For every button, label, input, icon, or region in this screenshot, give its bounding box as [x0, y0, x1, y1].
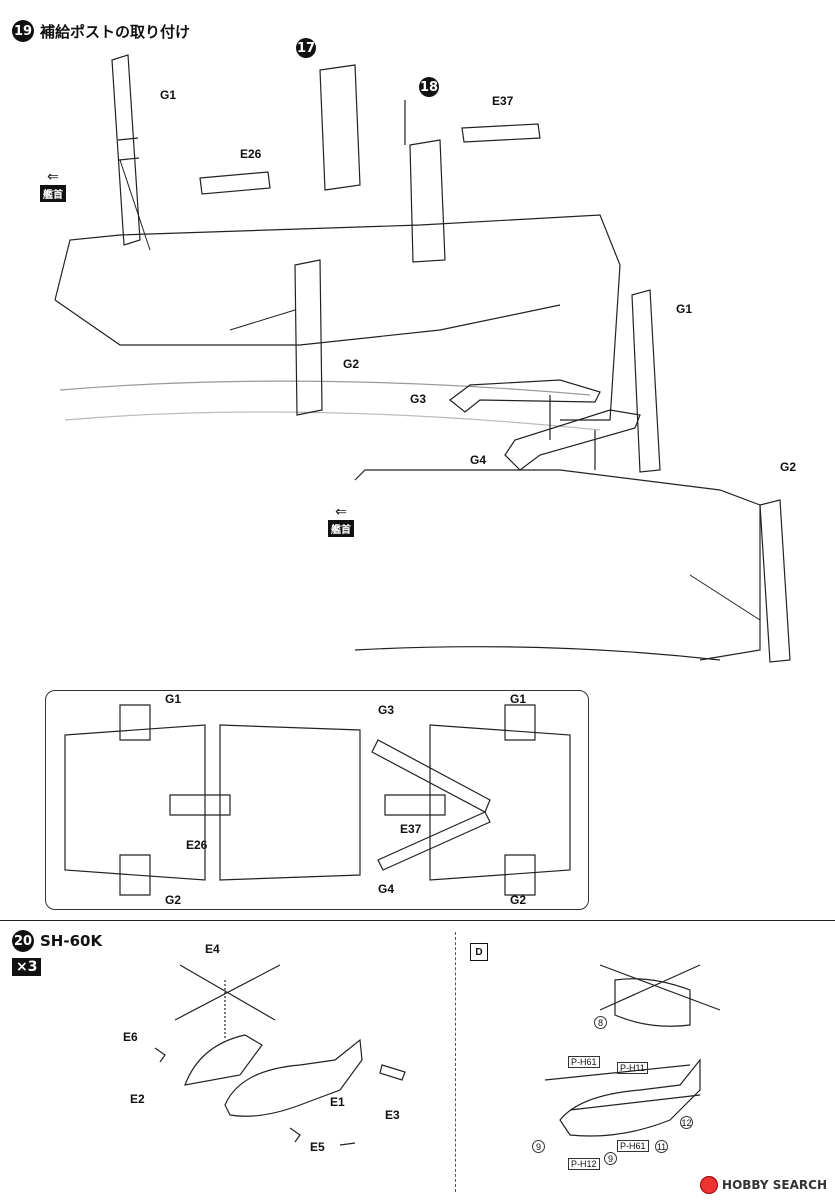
part-label: E4	[205, 942, 220, 956]
step-title: 補給ポストの取り付け	[40, 22, 191, 41]
top-view-panel	[45, 690, 589, 910]
bow-label: 艦首	[40, 185, 66, 202]
part-label: E6	[123, 1030, 138, 1044]
sub-step-badge: 17	[296, 38, 316, 58]
decal-number: 8	[594, 1016, 607, 1029]
decal-ref: P-H61	[568, 1056, 600, 1068]
decal-ref: P-H11	[617, 1062, 648, 1074]
step-number-badge: 20	[12, 930, 34, 952]
part-label: E1	[330, 1095, 345, 1109]
part-label: E5	[310, 1140, 325, 1154]
part-label: G2	[780, 460, 797, 474]
part-label: G4	[470, 453, 487, 467]
hobby-search-logo-icon	[700, 1176, 719, 1194]
part-label: G1	[510, 692, 527, 706]
decal-sheet-box: D	[470, 943, 488, 961]
step-number-badge: 19	[12, 20, 34, 42]
part-label: G1	[160, 88, 177, 102]
section-separator	[455, 932, 456, 1192]
part-label: E37	[400, 822, 422, 836]
step-20-header: 20 SH-60K	[12, 930, 102, 952]
quantity-badge: ×3	[12, 958, 42, 976]
part-label: G2	[510, 893, 527, 907]
part-label: G1	[676, 302, 693, 316]
part-label: E37	[492, 94, 514, 108]
part-label: G2	[165, 893, 182, 907]
part-label: G3	[378, 703, 395, 717]
watermark-text: HOBBY SEARCH	[722, 1178, 827, 1192]
arrow-left-icon: ⇐	[335, 503, 347, 519]
decal-number: 9	[532, 1140, 545, 1153]
part-label: E3	[385, 1108, 400, 1122]
part-label: E2	[130, 1092, 145, 1106]
part-label: G4	[378, 882, 395, 896]
decal-number: 11	[655, 1140, 668, 1153]
part-label: G1	[165, 692, 182, 706]
decal-number: 12	[680, 1116, 693, 1129]
sub-step-badge: 18	[419, 77, 439, 97]
part-label: G3	[410, 392, 427, 406]
part-label: E26	[240, 147, 262, 161]
step-title: SH-60K	[40, 932, 103, 950]
arrow-left-icon: ⇐	[47, 168, 59, 184]
part-label: G2	[343, 357, 360, 371]
decal-ref: P-H12	[568, 1158, 600, 1170]
part-label: E26	[186, 838, 208, 852]
decal-ref: P-H61	[617, 1140, 649, 1152]
step-19-header: 19 補給ポストの取り付け	[12, 20, 190, 42]
bow-label: 艦首	[328, 520, 354, 537]
bow-direction-indicator: ⇐ 艦首	[328, 503, 354, 537]
bow-direction-indicator: ⇐ 艦首	[40, 168, 66, 202]
watermark: HOBBY SEARCH	[700, 1176, 827, 1194]
decal-number: 9	[604, 1152, 617, 1165]
section-divider	[0, 920, 835, 921]
